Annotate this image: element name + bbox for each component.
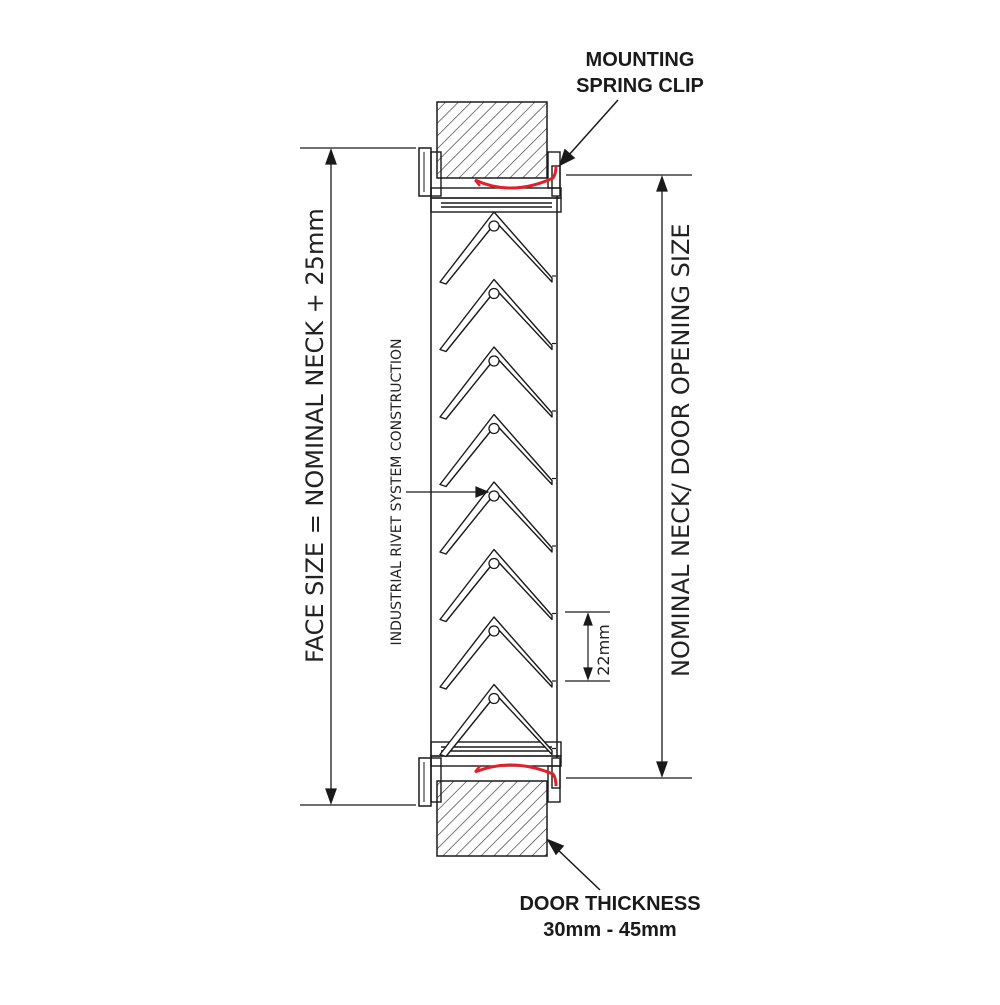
door-leaf-top [436, 101, 548, 179]
door-thickness-label: DOOR THICKNESS 30mm - 45mm [495, 891, 725, 943]
louvre-blade [439, 211, 556, 285]
face-size-dimension [300, 147, 416, 806]
nominal-neck-dimension [566, 174, 692, 779]
louvre-blade [439, 481, 556, 555]
louvre-blade [439, 683, 556, 758]
louvre-blades [439, 211, 556, 758]
louvre-blade [439, 278, 556, 353]
door-leaf-bottom [436, 780, 548, 857]
face-flange-top [418, 147, 432, 197]
mounting-label-line2: SPRING CLIP [576, 75, 704, 97]
face-size-label: FACE SIZE = NOMINAL NECK + 25mm [301, 208, 329, 663]
face-flange-bottom [418, 757, 432, 807]
louvre-blade [439, 346, 556, 420]
blade-pitch-dimension [565, 611, 610, 682]
spring-clip-top [474, 165, 558, 190]
mounting-clip-leader [558, 99, 619, 167]
door-thickness-line1: DOOR THICKNESS [519, 893, 701, 915]
nominal-neck-label: NOMINAL NECK/ DOOR OPENING SIZE [667, 223, 695, 677]
door-thickness-leader [546, 838, 601, 891]
blade-pitch-label: 22mm [594, 624, 613, 676]
rivet-system-label: INDUSTRIAL RIVET SYSTEM CONSTRUCTION [389, 338, 405, 646]
spring-clip-bottom [474, 763, 558, 787]
rivet-system-leader [406, 486, 490, 498]
door-thickness-line2: 30mm - 45mm [543, 919, 677, 941]
louvre-blade [439, 413, 556, 488]
mounting-label-line1: MOUNTING [585, 49, 695, 71]
louvre-blade [439, 616, 556, 690]
mounting-spring-clip-label: MOUNTING SPRING CLIP [560, 47, 720, 99]
louvre-blade [439, 548, 556, 623]
